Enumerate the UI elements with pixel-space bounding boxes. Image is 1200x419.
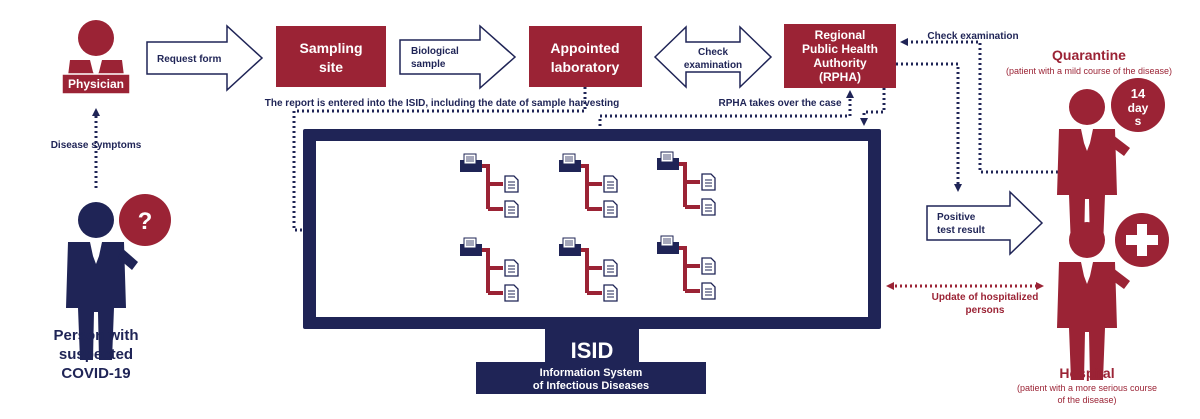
positive-test-result-line-2: test result [937, 225, 985, 236]
update-hospitalized-line-2: persons [966, 305, 1005, 316]
check-examination-top-label: Check examination [927, 31, 1018, 42]
sampling-site-node: Sampling site [276, 26, 386, 87]
quarantine-days-unit-1: day [1128, 101, 1149, 115]
quarantine-note: (patient with a mild course of the disea… [1006, 66, 1172, 76]
question-mark: ? [138, 208, 153, 235]
rpha-line-1: Regional [815, 28, 866, 42]
isid-monitor: ISID Information System of Infectious Di… [303, 129, 881, 394]
request-form-arrow: Request form [146, 24, 264, 92]
monitor-stand [545, 329, 639, 362]
hospital-note-line-2: of the disease) [1057, 395, 1116, 405]
quarantine-node: Quarantine (patient with a mild course o… [1006, 47, 1172, 247]
appointed-laboratory-line-1: Appointed [550, 40, 619, 56]
check-examination-double-arrow: Check examination [653, 25, 773, 89]
hospital-node: Hospital (patient with a more serious co… [1017, 213, 1169, 405]
appointed-laboratory-node: Appointed laboratory [529, 26, 642, 87]
isid-subtitle-line-1: Information System [540, 367, 643, 379]
monitor-screen [316, 141, 868, 317]
check-examination-line-2: examination [684, 60, 742, 71]
monitor-base [476, 362, 706, 394]
biological-sample-line-2: sample [411, 59, 446, 70]
report-entered-label: The report is entered into the ISID, inc… [265, 98, 620, 109]
rpha-to-isid-connector [860, 88, 886, 126]
sampling-site-line-2: site [319, 59, 343, 75]
check-examination-connector [900, 38, 1063, 174]
rpha-line-3: Authority [813, 56, 867, 70]
person-icon [66, 202, 138, 360]
physician-label-box [61, 73, 131, 95]
physician-node: Physician [61, 20, 131, 95]
rpha-node: Regional Public Health Authority (RPHA) [784, 24, 896, 88]
quarantine-days-number: 14 [1131, 86, 1146, 101]
rpha-takes-over-label: RPHA takes over the case [718, 98, 841, 109]
positive-test-result-arrow: Positive test result [926, 190, 1044, 256]
question-icon [119, 194, 171, 246]
disease-symptoms-label: Disease symptoms [51, 140, 142, 151]
rpha-to-positive-connector [896, 62, 962, 192]
person-line-3: COVID-19 [61, 365, 130, 382]
update-hospitalized-line-1: Update of hospitalized [932, 292, 1039, 303]
appointed-laboratory-line-2: laboratory [551, 59, 620, 75]
quarantine-days-unit-2: s [1135, 114, 1142, 128]
hospital-note-line-1: (patient with a more serious course [1017, 383, 1157, 393]
check-examination-line-1: Check [698, 47, 728, 58]
rpha-line-4: (RPHA) [819, 70, 861, 84]
biological-sample-line-1: Biological [411, 46, 459, 57]
hospital-person-icon [1057, 222, 1130, 380]
isid-subtitle-line-2: of Infectious Diseases [533, 380, 649, 392]
person-line-1: Person with [53, 327, 138, 344]
biological-sample-arrow: Biological sample [399, 24, 517, 90]
sampling-site-line-1: Sampling [299, 40, 362, 56]
person-node: ? Person with suspected COVID-19 [53, 194, 171, 382]
quarantine-title: Quarantine [1052, 47, 1126, 63]
rpha-takes-over-connector [598, 90, 854, 126]
report-entered-connector [292, 87, 587, 232]
rpha-line-2: Public Health [802, 42, 878, 56]
person-line-2: suspected [59, 346, 133, 363]
positive-test-result-line-1: Positive [937, 212, 976, 223]
physician-label: Physician [68, 77, 124, 91]
plus-icon-horizontal [1126, 235, 1158, 245]
quarantine-days-badge [1111, 78, 1165, 132]
quarantine-person-icon [1057, 89, 1130, 247]
request-form-label: Request form [157, 54, 222, 65]
hospital-title: Hospital [1059, 365, 1114, 381]
isid-title: ISID [571, 338, 614, 363]
